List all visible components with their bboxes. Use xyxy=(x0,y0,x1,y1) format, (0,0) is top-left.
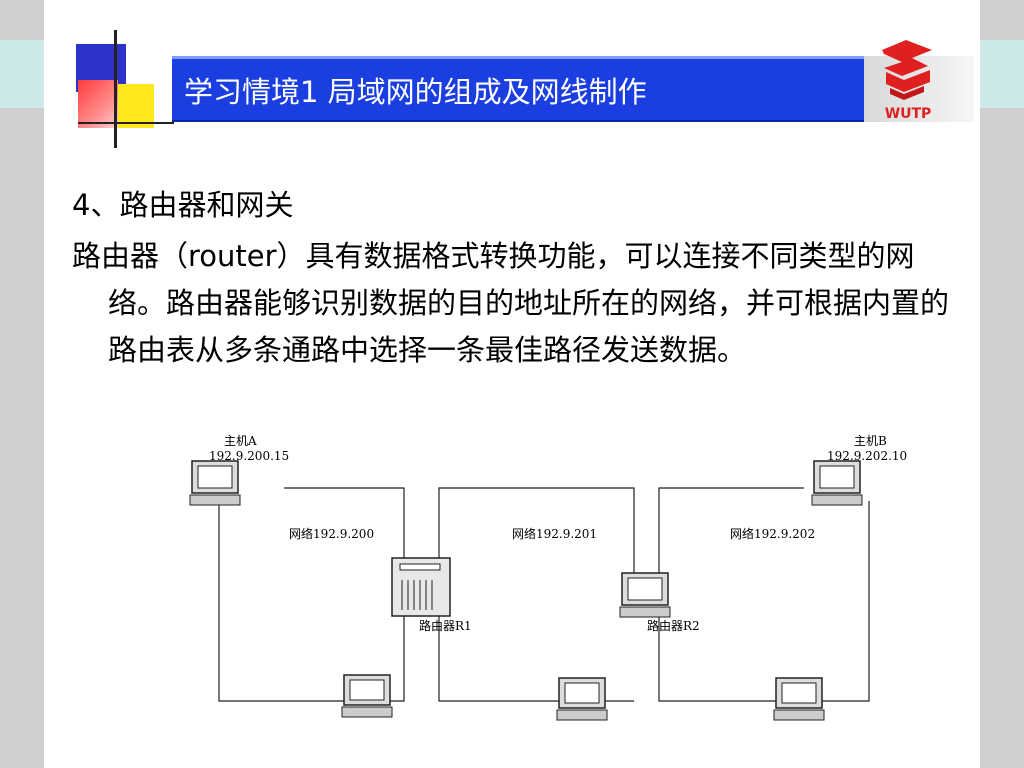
right-teal-band xyxy=(980,40,1024,108)
title-bar: 学习情境1 局域网的组成及网线制作 xyxy=(172,56,864,122)
router-r2-computer-icon xyxy=(619,572,671,618)
net3-computer-icon xyxy=(773,677,825,721)
router-r1-label: 路由器R1 xyxy=(419,618,472,633)
net2-computer-icon xyxy=(556,677,608,721)
decor-red-square xyxy=(78,80,118,128)
slide: 学习情境1 局域网的组成及网线制作 WUTP 4、路由器和网关 路由器（rout… xyxy=(44,0,980,768)
router-r2-label: 路由器R2 xyxy=(647,618,700,633)
right-margin xyxy=(980,0,1024,768)
network-3-label: 网络192.9.202 xyxy=(730,526,815,541)
network-diagram: 主机A 192.9.200.15 主机B 192.9.202.10 网络192.… xyxy=(164,433,907,723)
host-a-name: 主机A xyxy=(224,434,257,448)
host-b-name: 主机B xyxy=(854,434,887,448)
left-margin xyxy=(0,0,44,768)
slide-content: 4、路由器和网关 路由器（router）具有数据格式转换功能，可以连接不同类型的… xyxy=(72,183,952,374)
decor-horizontal-line xyxy=(78,122,174,124)
wutp-logo: WUTP xyxy=(882,40,932,122)
router-r1-server-icon xyxy=(391,557,451,617)
body-paragraph: 路由器（router）具有数据格式转换功能，可以连接不同类型的网络。路由器能够识… xyxy=(72,239,950,367)
slide-title: 学习情境1 局域网的组成及网线制作 xyxy=(184,74,647,109)
net1-computer-icon xyxy=(341,674,393,718)
logo-text: WUTP xyxy=(885,106,932,122)
host-a-computer-icon xyxy=(189,460,241,506)
left-teal-band xyxy=(0,40,44,108)
section-heading: 4、路由器和网关 xyxy=(72,188,294,222)
host-a-ip: 192.9.200.15 xyxy=(209,449,289,463)
network-1-label: 网络192.9.200 xyxy=(289,526,374,541)
network-2-label: 网络192.9.201 xyxy=(512,526,597,541)
decor-vertical-line xyxy=(114,30,117,148)
host-b-ip: 192.9.202.10 xyxy=(827,449,907,463)
host-b-computer-icon xyxy=(811,460,863,506)
